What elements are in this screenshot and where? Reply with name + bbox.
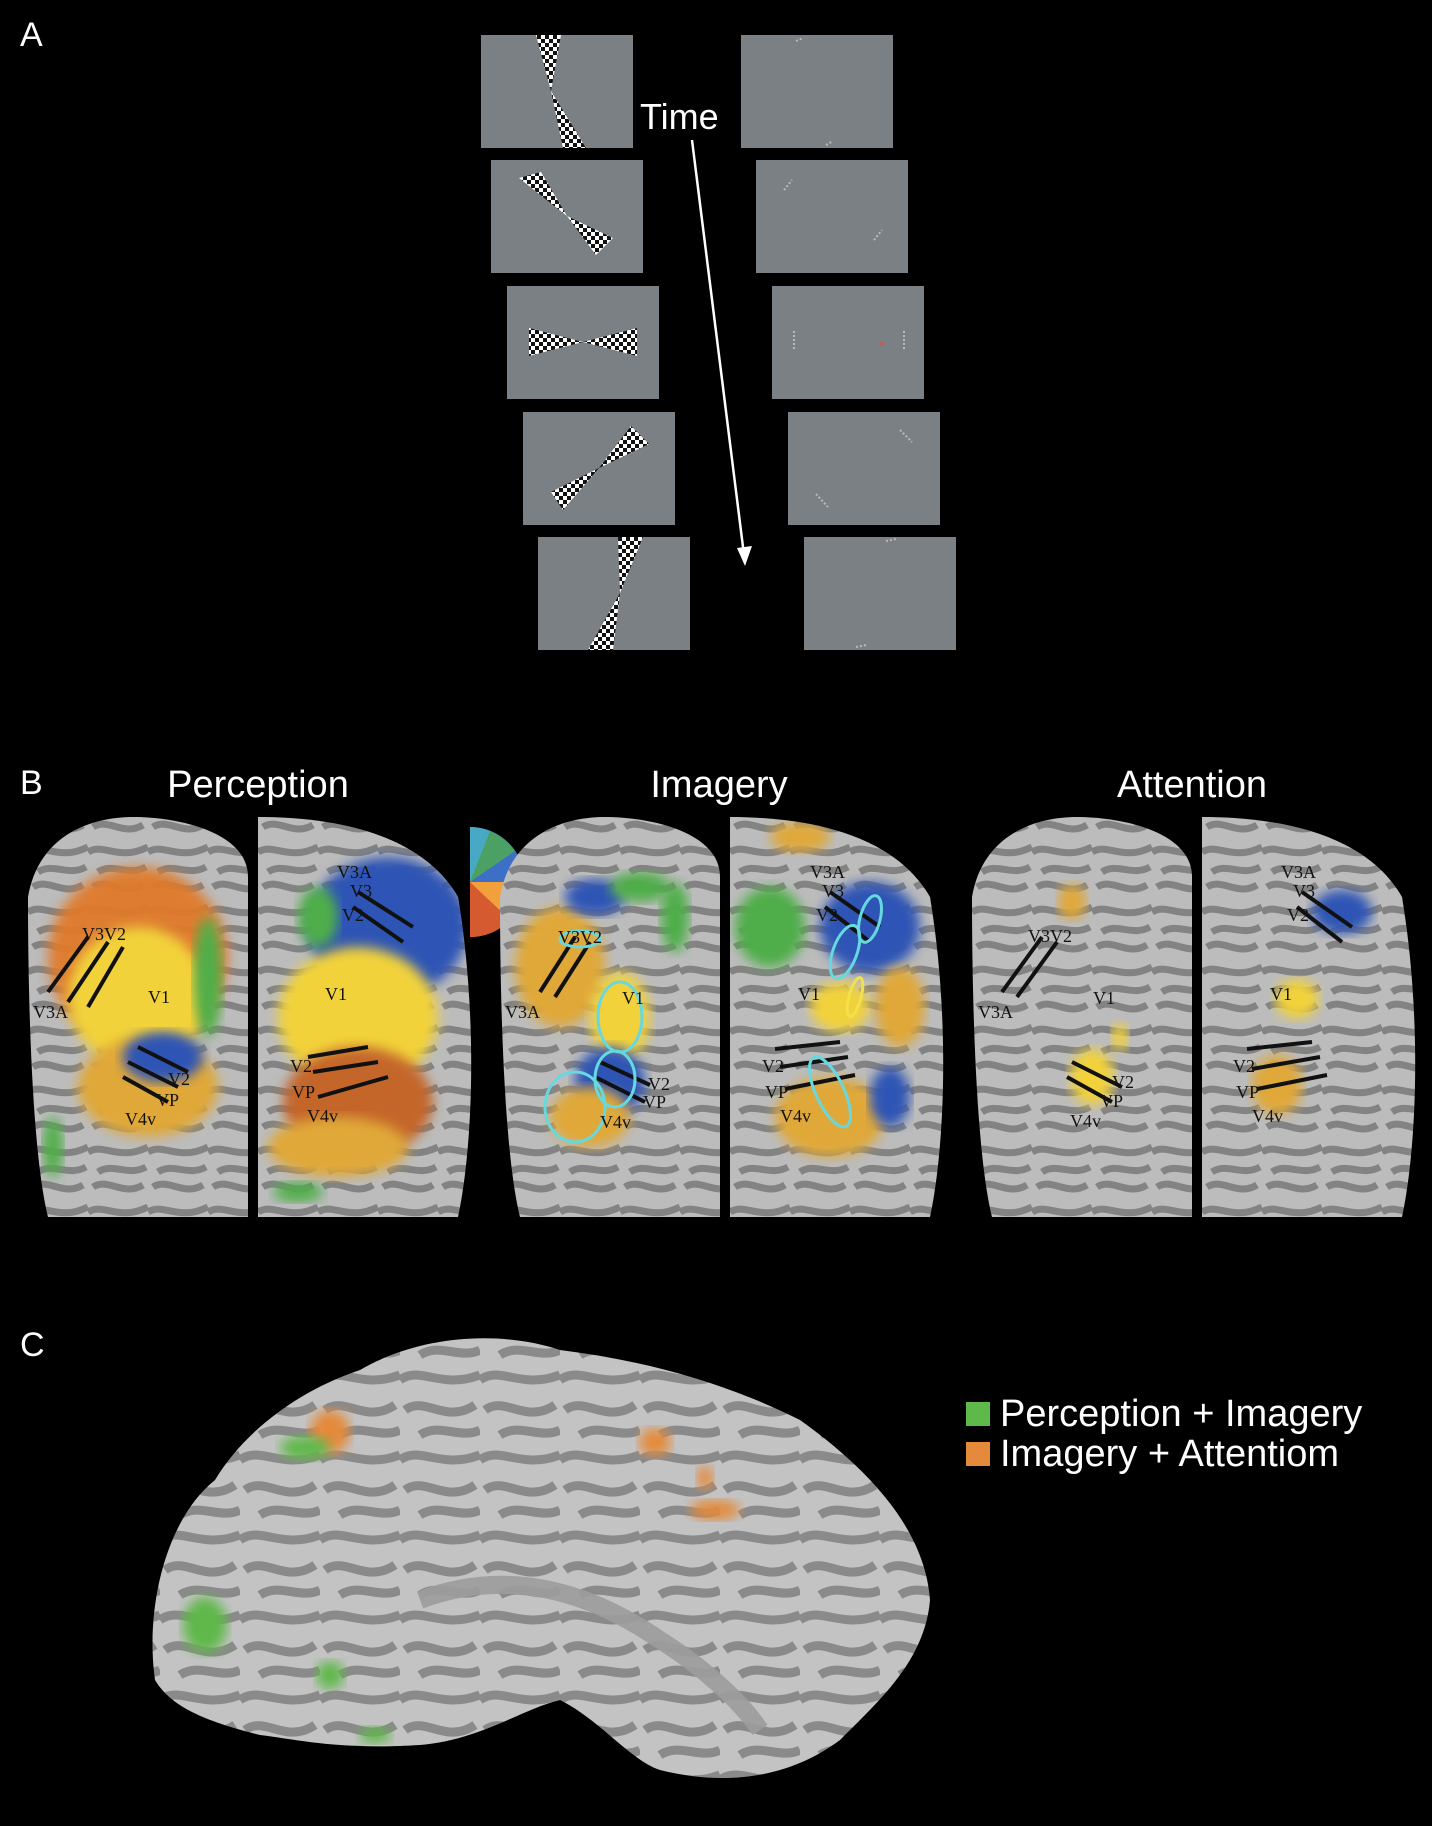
perception-right-hemisphere (258, 817, 472, 1217)
label-v1: V1 (148, 987, 170, 1007)
label-vp: VP (1236, 1082, 1259, 1102)
legend-label: Imagery + Attentiom (1000, 1432, 1339, 1475)
legend-item-imagery-attention: Imagery + Attentiom (966, 1432, 1362, 1475)
label-v1: V1 (798, 984, 820, 1004)
label-v2: V2 (1112, 1072, 1134, 1092)
attention-left-hemisphere (972, 817, 1192, 1217)
panel-label-a: A (20, 16, 43, 54)
label-v2: V2 (168, 1069, 190, 1089)
label-vp: VP (292, 1082, 315, 1102)
label-v3a: V3A (1281, 862, 1316, 882)
label-v3v2: V3V2 (558, 927, 602, 947)
label-v3a: V3A (978, 1002, 1013, 1022)
label-vp: VP (156, 1090, 179, 1110)
label-v3v2: V3V2 (82, 924, 126, 944)
title-perception: Perception (167, 764, 349, 806)
label-v2: V2 (342, 905, 364, 925)
label-v2: V2 (762, 1056, 784, 1076)
label-v1: V1 (1270, 984, 1292, 1004)
blank-frame (741, 35, 893, 148)
blank-frame (772, 286, 924, 399)
label-vp: VP (765, 1082, 788, 1102)
legend-swatch-green (966, 1402, 990, 1426)
title-attention: Attention (1117, 764, 1267, 806)
legend: Perception + Imagery Imagery + Attentiom (966, 1392, 1363, 1475)
label-v4v: V4v (1070, 1111, 1101, 1131)
title-imagery: Imagery (650, 764, 788, 806)
label-v1: V1 (622, 988, 644, 1008)
stimulus-frame (507, 286, 659, 399)
label-v3: V3 (1293, 881, 1315, 901)
label-v3a: V3A (505, 1002, 540, 1022)
blank-frame (788, 412, 940, 525)
imagery-right-hemisphere (730, 817, 944, 1217)
time-label: Time (640, 96, 719, 137)
label-v4v: V4v (307, 1106, 338, 1126)
label-v3: V3 (822, 881, 844, 901)
perception-left-hemisphere (28, 817, 248, 1217)
label-v4v: V4v (600, 1112, 631, 1132)
label-v1: V1 (1093, 988, 1115, 1008)
blank-frame (756, 160, 908, 273)
label-v2: V2 (816, 905, 838, 925)
label-v2: V2 (1287, 905, 1309, 925)
imagery-left-hemisphere (500, 817, 720, 1217)
stimulus-frame (491, 160, 643, 273)
stimulus-frame (481, 35, 633, 148)
label-v3v2: V3V2 (1028, 926, 1072, 946)
panel-label-b: B (20, 764, 43, 802)
lateral-brain-surface (152, 1338, 930, 1779)
label-v3a: V3A (337, 862, 372, 882)
label-vp: VP (643, 1092, 666, 1112)
label-vp: VP (1100, 1091, 1123, 1111)
stimulus-frame (538, 537, 690, 650)
legend-item-perception-imagery: Perception + Imagery (966, 1392, 1363, 1435)
label-v1: V1 (325, 984, 347, 1004)
label-v3: V3 (350, 881, 372, 901)
legend-label: Perception + Imagery (1000, 1392, 1363, 1435)
legend-swatch-orange (966, 1442, 990, 1466)
label-v2: V2 (648, 1074, 670, 1094)
attention-right-hemisphere (1202, 817, 1416, 1217)
label-v2: V2 (290, 1056, 312, 1076)
label-v2: V2 (1233, 1056, 1255, 1076)
label-v3a: V3A (810, 862, 845, 882)
stimulus-frame (523, 412, 675, 525)
label-v3a: V3A (33, 1002, 68, 1022)
label-v4v: V4v (125, 1109, 156, 1129)
label-v4v: V4v (780, 1106, 811, 1126)
panel-label-c: C (20, 1326, 45, 1364)
label-v4v: V4v (1252, 1106, 1283, 1126)
blank-frame (804, 537, 956, 650)
